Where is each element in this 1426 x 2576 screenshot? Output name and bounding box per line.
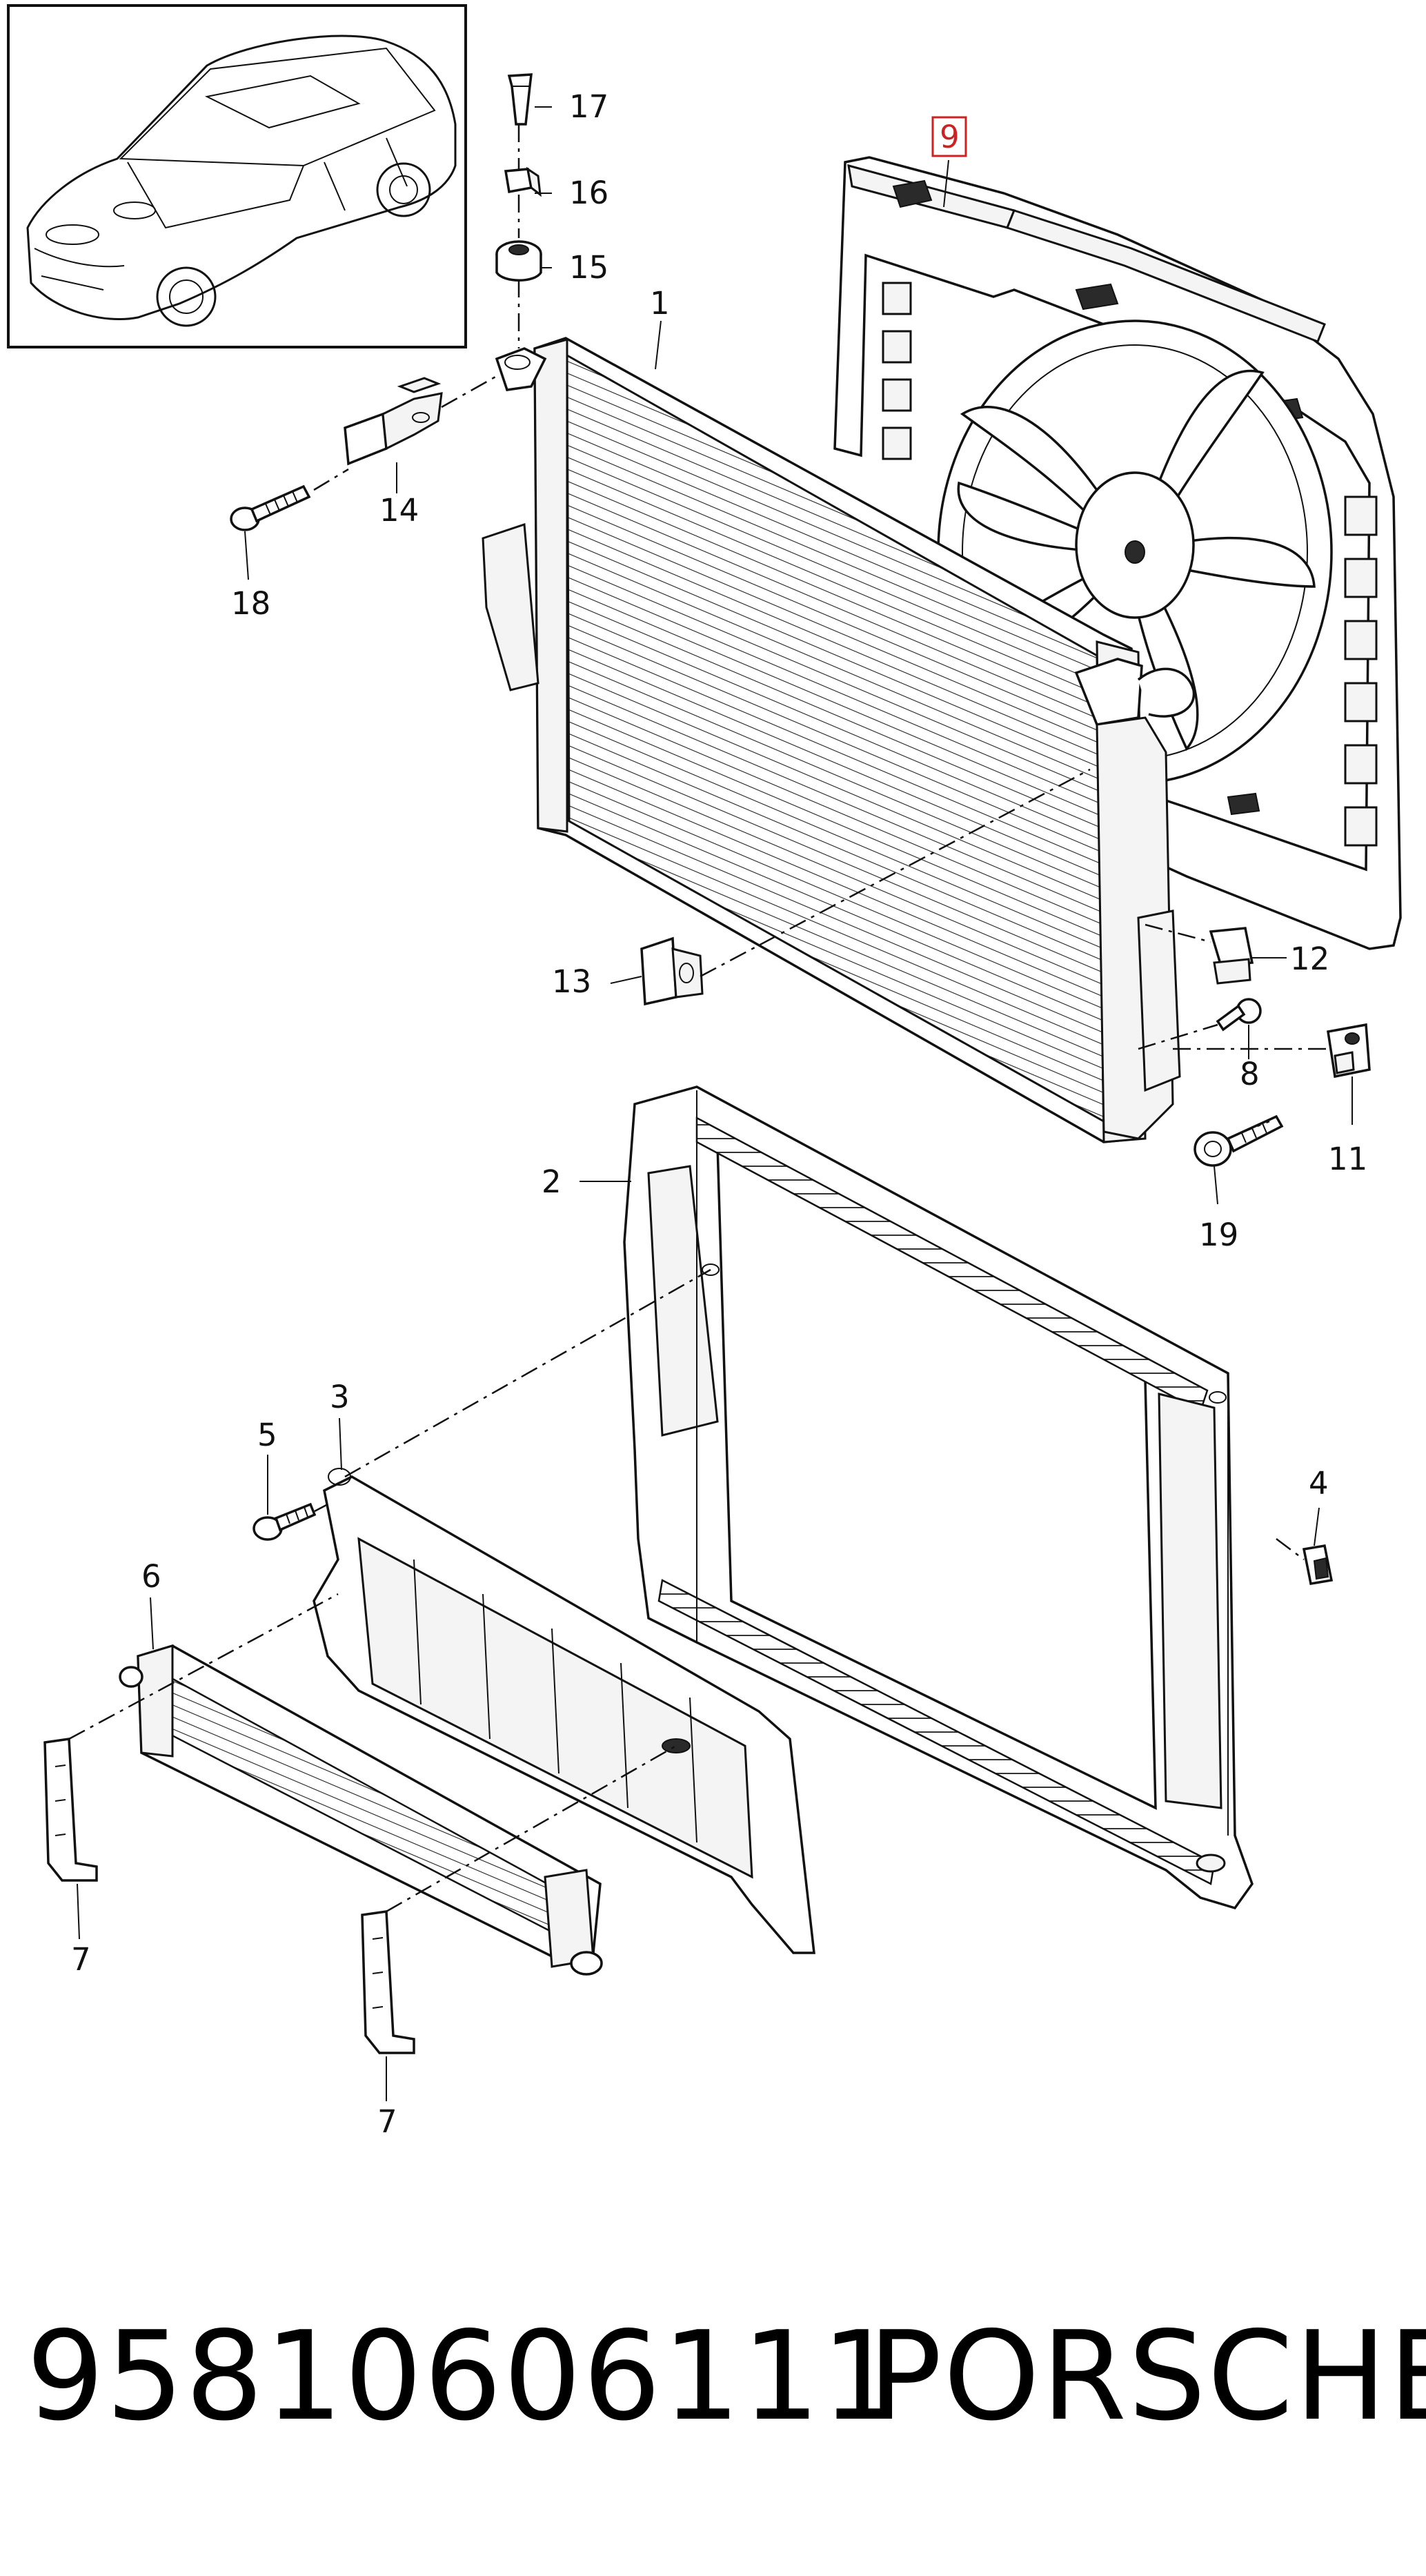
part-16-grommet xyxy=(504,166,542,197)
label-7b: 7 xyxy=(377,2103,397,2140)
shroud-clips xyxy=(892,179,1304,816)
label-15: 15 xyxy=(569,249,608,286)
label-16: 16 xyxy=(569,175,608,211)
label-13: 13 xyxy=(552,963,591,1000)
caption: 95810606111 PORSCHE xyxy=(0,2305,1426,2464)
part-11-bracket xyxy=(1327,1023,1371,1079)
shroud-vents-right xyxy=(1344,495,1378,847)
leader-lines xyxy=(77,106,1353,2101)
part-18-bolt xyxy=(230,484,311,531)
part-19-bolt xyxy=(1194,1114,1284,1167)
part-7a-mount xyxy=(43,1737,98,1882)
part-4-clip xyxy=(1302,1544,1334,1586)
label-7a: 7 xyxy=(71,1941,91,1978)
part-7b-mount xyxy=(361,1909,415,2054)
label-9: 9 xyxy=(940,119,960,155)
part-17-clip xyxy=(507,73,533,126)
brand-text: PORSCHE xyxy=(868,2305,1426,2448)
assembly-lines xyxy=(68,124,1328,1913)
part-3-duct-bracket xyxy=(313,1468,815,1954)
part-labels: 17 16 15 1 9 14 18 12 8 11 19 13 2 3 5 4… xyxy=(71,88,1367,2140)
label-18: 18 xyxy=(231,585,270,622)
label-17: 17 xyxy=(569,88,608,125)
label-12: 12 xyxy=(1290,941,1329,977)
label-2: 2 xyxy=(542,1163,562,1200)
label-8: 8 xyxy=(1240,1056,1260,1092)
part-1-radiator xyxy=(482,337,1196,1143)
label-4: 4 xyxy=(1309,1465,1329,1502)
label-9-highlight-box xyxy=(931,116,967,157)
label-5: 5 xyxy=(257,1417,277,1453)
part-number-text: 95810606111 xyxy=(26,2305,901,2448)
part-14-bracket xyxy=(344,377,443,466)
shroud-vents-left xyxy=(882,282,912,460)
part-12-bracket xyxy=(1209,927,1254,985)
label-1: 1 xyxy=(650,285,670,322)
part-15-bushing xyxy=(495,240,542,282)
vehicle-thumbnail xyxy=(7,4,467,348)
label-11: 11 xyxy=(1328,1141,1367,1177)
label-6: 6 xyxy=(141,1558,161,1595)
part-13-bracket xyxy=(640,936,704,1006)
part-2-carrier-frame xyxy=(623,1085,1254,1910)
label-14: 14 xyxy=(379,492,419,529)
part-6-aux-cooler xyxy=(119,1644,603,1976)
part-5-bolt xyxy=(252,1502,317,1541)
label-19: 19 xyxy=(1199,1217,1238,1253)
label-3: 3 xyxy=(330,1379,350,1415)
car-icon xyxy=(26,35,457,327)
part-8-bolt xyxy=(1216,998,1262,1032)
